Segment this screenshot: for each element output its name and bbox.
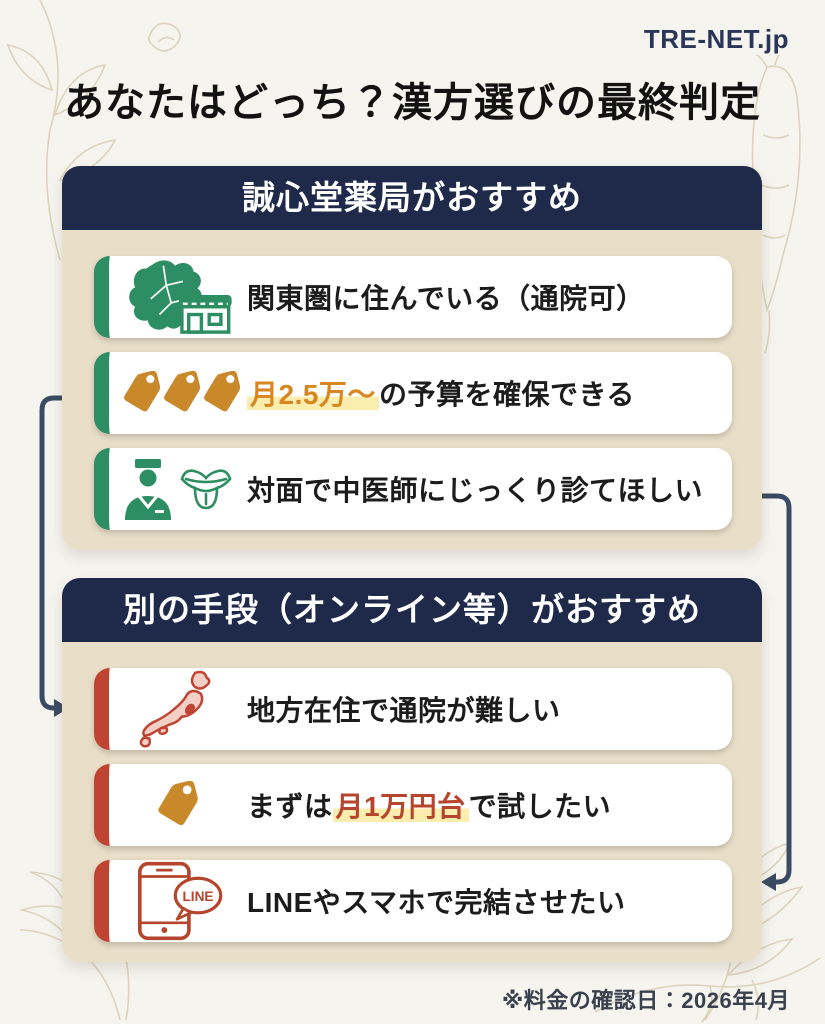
line-bubble-label: LINE — [182, 889, 213, 904]
card-text: 地方在住で通院が難しい — [247, 695, 561, 726]
card-text: 月2.5万〜の予算を確保できる — [247, 373, 635, 413]
card-budget-10k: まずは月1万円台で試したい — [94, 764, 732, 846]
doctor-and-tongue-icon — [109, 448, 247, 530]
card-face-to-face: 対面で中医師にじっくり診てほしい — [94, 448, 732, 530]
card-text: まずは月1万円台で試したい — [247, 791, 612, 822]
section-seishindo-header: 誠心堂薬局がおすすめ — [62, 166, 762, 230]
card-kanto-residence: 関東圏に住んでいる（通院可） — [94, 256, 732, 338]
price-highlight: 月2.5万〜 — [247, 379, 379, 410]
brand-logo: TRE-NET.jp — [643, 24, 789, 54]
card-text: LINEやスマホで完結させたい — [247, 887, 626, 918]
card-rural-residence: 地方在住で通院が難しい — [94, 668, 732, 750]
card-line-smartphone: LINE LINEやスマホで完結させたい — [94, 860, 732, 942]
card-budget-25k: 月2.5万〜の予算を確保できる — [94, 352, 732, 434]
price-confirmation-footnote: ※料金の確認日：2026年4月 — [501, 988, 790, 1013]
kanto-map-icon — [109, 256, 247, 338]
phone-line-icon: LINE — [109, 860, 247, 942]
section-alternative-body: 地方在住で通院が難しい まずは月1万円台で試したい LINE LINE — [62, 642, 762, 962]
doctor-icon — [125, 459, 171, 520]
section-alternative-header: 別の手段（オンライン等）がおすすめ — [62, 578, 762, 642]
tongue-icon — [180, 469, 232, 510]
section-seishindo: 誠心堂薬局がおすすめ 関東圏に住んでいる（通院可） — [62, 166, 762, 550]
section-alternative: 別の手段（オンライン等）がおすすめ 地方在住で通院が難しい — [62, 578, 762, 962]
section-seishindo-body: 関東圏に住んでいる（通院可） 月2.5万〜の予算を確保できる — [62, 230, 762, 550]
card-text: 関東圏に住んでいる（通院可） — [247, 283, 645, 314]
japan-map-icon — [109, 668, 247, 750]
price-tag-icon — [109, 764, 247, 846]
card-text: 対面で中医師にじっくり診てほしい — [247, 475, 704, 506]
page-title: あなたはどっち？漢方選びの最終判定 — [64, 81, 761, 125]
arrow-left-connector — [39, 395, 121, 717]
price-tags-icon — [109, 352, 247, 434]
price-highlight: 月1万円台 — [332, 791, 469, 822]
